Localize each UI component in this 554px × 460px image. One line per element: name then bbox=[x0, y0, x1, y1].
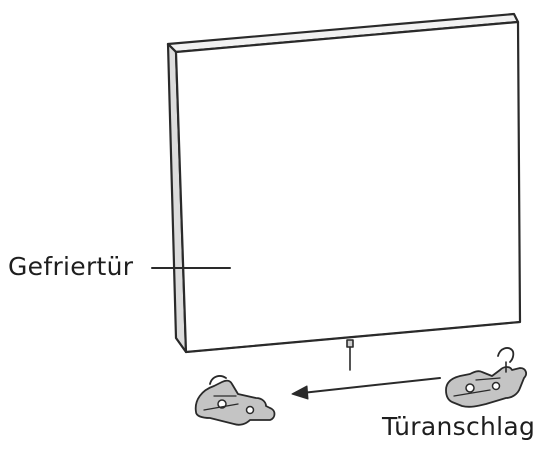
hinge-right-icon bbox=[445, 347, 527, 408]
door-label: Gefriertür bbox=[8, 252, 134, 281]
door-front-face bbox=[174, 20, 522, 354]
hinge-pin bbox=[346, 339, 354, 371]
freezer-door bbox=[166, 12, 522, 354]
door-bottom-edge bbox=[175, 321, 521, 353]
move-arrow bbox=[291, 377, 441, 400]
hinge-left-icon bbox=[194, 375, 276, 426]
hinge-label: Türanschlag bbox=[382, 412, 536, 441]
